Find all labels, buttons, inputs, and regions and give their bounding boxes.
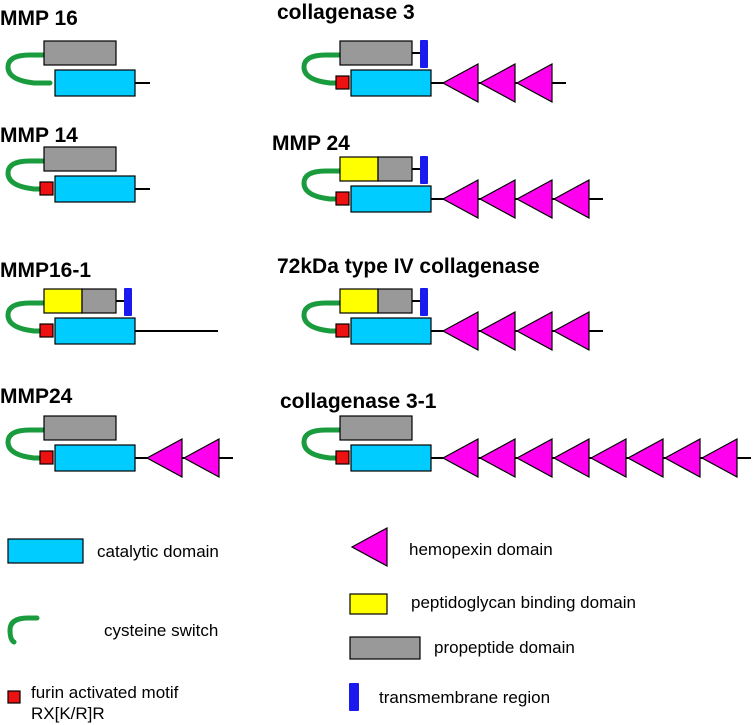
hemopexin-domain <box>589 437 627 479</box>
protein-group: 72kDa type IV collagenase <box>277 255 603 352</box>
peptidoglycan-domain <box>339 156 379 182</box>
legend-hemopexin-swatch <box>350 526 388 568</box>
hemopexin-domain <box>441 62 479 104</box>
protein-group: MMP 14 <box>0 124 150 203</box>
catalytic-domain <box>54 444 136 472</box>
catalytic-domain <box>54 317 136 345</box>
legend-furin-swatch <box>7 690 21 704</box>
legend-hemopexin-label: hemopexin domain <box>409 540 553 559</box>
catalytic-domain <box>350 185 432 213</box>
legend-furin-label-line1: furin activated motif <box>31 683 179 702</box>
protein-title: MMP16-1 <box>0 259 91 282</box>
legend-switch-label: cysteine switch <box>104 621 218 640</box>
protein-group: collagenase 3 <box>277 1 566 104</box>
protein-title: MMP 16 <box>0 7 78 30</box>
legend-catalytic-label: catalytic domain <box>97 542 219 561</box>
cysteine-switch <box>5 300 53 334</box>
protein-title: collagenase 3-1 <box>280 390 437 413</box>
catalytic-domain <box>54 175 136 203</box>
legend-catalytic-swatch <box>7 538 84 564</box>
transmembrane-region <box>124 288 132 316</box>
furin-motif <box>39 323 54 338</box>
hemopexin-domain <box>700 437 738 479</box>
legend-furin-label-line2: RX[K/R]R <box>31 704 105 723</box>
legend-propeptide-swatch <box>349 636 421 660</box>
protein-group: collagenase 3-1 <box>280 390 751 479</box>
protein-group: MMP 16 <box>0 7 150 97</box>
hemopexin-domain <box>626 437 664 479</box>
transmembrane-region <box>420 40 428 68</box>
protein-title: MMP 14 <box>0 124 78 147</box>
peptidoglycan-domain <box>43 288 83 314</box>
hemopexin-domain <box>145 437 183 479</box>
furin-motif <box>335 191 350 206</box>
hemopexin-domain <box>552 310 590 352</box>
hemopexin-domain <box>478 437 516 479</box>
hemopexin-domain <box>515 62 553 104</box>
protein-title: collagenase 3 <box>277 1 415 24</box>
legend-propeptide-label: propeptide domain <box>434 638 575 657</box>
hemopexin-domain <box>478 178 516 220</box>
furin-motif <box>335 75 350 90</box>
hemopexin-domain <box>441 178 479 220</box>
hemopexin-domain <box>515 437 553 479</box>
furin-motif <box>335 323 350 338</box>
protein-title: MMP24 <box>0 385 73 408</box>
peptidoglycan-domain <box>339 288 379 314</box>
legend-transmembrane-label: transmembrane region <box>379 688 550 707</box>
transmembrane-region <box>420 156 428 184</box>
cysteine-switch <box>301 427 349 461</box>
hemopexin-domain <box>663 437 701 479</box>
legend-peptidoglycan-label: peptidoglycan binding domain <box>411 593 636 612</box>
legend: catalytic domain cysteine switch furin a… <box>7 526 636 723</box>
propeptide-domain <box>43 146 117 172</box>
hemopexin-domain <box>182 437 220 479</box>
protein-group: MMP 24 <box>272 132 603 220</box>
protein-title: 72kDa type IV collagenase <box>277 255 540 278</box>
cysteine-switch <box>301 168 349 202</box>
cysteine-switch <box>5 158 53 192</box>
furin-motif <box>39 181 54 196</box>
catalytic-domain <box>54 69 136 97</box>
protein-title: MMP 24 <box>272 132 350 155</box>
catalytic-domain <box>350 69 432 97</box>
furin-motif <box>39 450 54 465</box>
propeptide-domain <box>81 288 117 314</box>
legend-transmembrane-swatch <box>349 683 359 711</box>
legend-switch-swatch <box>7 615 40 645</box>
hemopexin-domain <box>478 62 516 104</box>
hemopexin-domain <box>515 310 553 352</box>
hemopexin-domain <box>552 178 590 220</box>
propeptide-domain <box>339 415 413 441</box>
cysteine-switch <box>5 52 53 86</box>
hemopexin-domain <box>441 437 479 479</box>
furin-motif <box>335 450 350 465</box>
transmembrane-region <box>420 288 428 316</box>
propeptide-domain <box>339 40 413 66</box>
legend-peptidoglycan-swatch <box>349 593 388 615</box>
protein-group: MMP16-1 <box>0 259 218 345</box>
propeptide-domain <box>43 415 117 441</box>
propeptide-domain <box>43 40 117 66</box>
hemopexin-domain <box>515 178 553 220</box>
cysteine-switch <box>5 427 53 461</box>
protein-group: MMP24 <box>0 385 233 479</box>
hemopexin-domain <box>478 310 516 352</box>
catalytic-domain <box>350 317 432 345</box>
hemopexin-domain <box>441 310 479 352</box>
catalytic-domain <box>350 444 432 472</box>
propeptide-domain <box>377 156 413 182</box>
hemopexin-domain <box>552 437 590 479</box>
cysteine-switch <box>301 52 349 86</box>
cysteine-switch <box>301 300 349 334</box>
propeptide-domain <box>377 288 413 314</box>
